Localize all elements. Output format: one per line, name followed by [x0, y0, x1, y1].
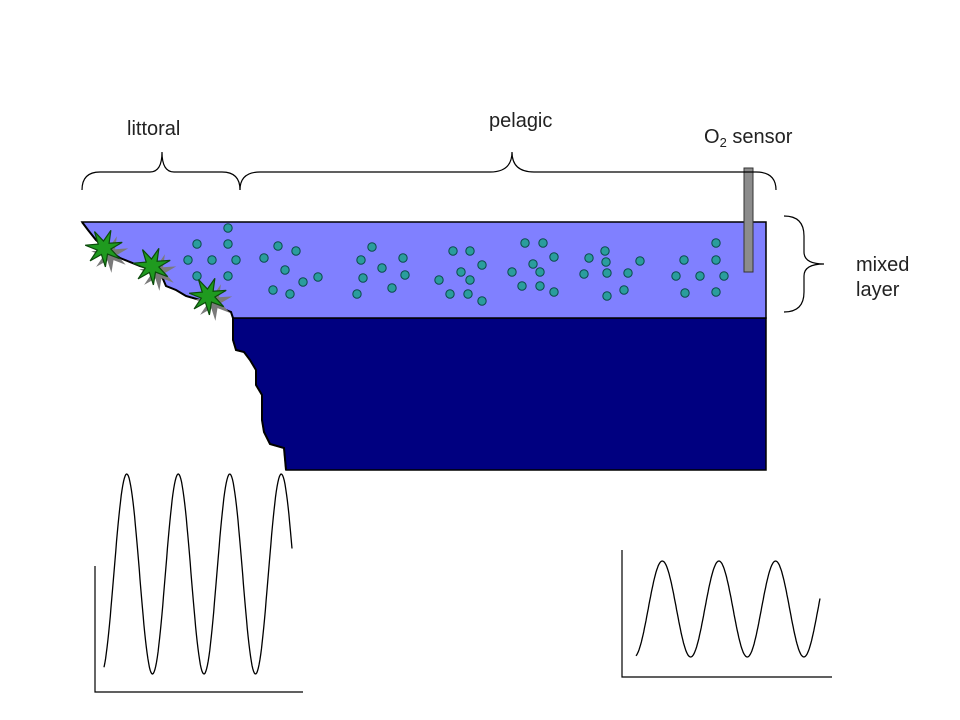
mixed-layer-brace: [783, 215, 825, 313]
plankton-particle: [387, 283, 397, 293]
oxygen-sensor-label: O2 sensor: [704, 125, 792, 151]
plankton-particle: [268, 285, 278, 295]
plankton-particle: [679, 255, 689, 265]
plankton-particle: [280, 265, 290, 275]
plant-leaves: [188, 277, 227, 316]
plankton-particle: [207, 255, 217, 265]
plankton-particle: [680, 288, 690, 298]
plankton-particle: [223, 271, 233, 281]
plankton-particle: [223, 239, 233, 249]
plot1-axes: [94, 566, 303, 693]
plankton-particle: [619, 285, 629, 295]
plankton-particle: [377, 263, 387, 273]
plankton-particle: [579, 269, 589, 279]
mixed-layer-label-line2: layer: [856, 279, 900, 301]
mixed-layer-label: mixed layer: [856, 253, 909, 303]
plankton-particle: [623, 268, 633, 278]
plankton-particle: [719, 271, 729, 281]
plankton-particle: [507, 267, 517, 277]
plankton-particle: [602, 268, 612, 278]
plankton-particle: [695, 271, 705, 281]
pelagic-oxygen-oscillation-plot: [621, 550, 832, 678]
littoral-label: littoral: [127, 118, 181, 140]
plankton-particle: [535, 281, 545, 291]
oxygen-sensor-probe-icon: [743, 167, 754, 273]
plankton-particle: [549, 252, 559, 262]
plankton-particle: [400, 270, 410, 280]
plankton-particle: [445, 289, 455, 299]
aquatic-plants: [84, 229, 233, 321]
aquatic-plant-icon: [188, 277, 233, 321]
plankton-particle: [465, 275, 475, 285]
aquatic-plant-icon: [84, 229, 129, 273]
plankton-particle: [528, 259, 538, 269]
plankton-particle: [352, 289, 362, 299]
littoral-brace: [81, 151, 241, 191]
mixed-layer-label-line1: mixed: [856, 254, 910, 276]
plankton-particle: [549, 287, 559, 297]
plankton-particle: [711, 255, 721, 265]
plot2-axes: [621, 550, 832, 678]
plankton-particle: [358, 273, 368, 283]
plankton-particle: [285, 289, 295, 299]
plankton-particle: [367, 242, 377, 252]
plankton-particle: [517, 281, 527, 291]
plankton-particle: [601, 257, 611, 267]
plankton-particle: [535, 267, 545, 277]
pelagic-brace: [239, 151, 777, 191]
plankton-particle: [711, 238, 721, 248]
plankton-particle: [183, 255, 193, 265]
plankton-particle: [456, 267, 466, 277]
plankton-particle: [448, 246, 458, 256]
plankton-particle: [192, 271, 202, 281]
plankton-particle: [434, 275, 444, 285]
plankton-particle: [463, 289, 473, 299]
plankton-particle: [291, 246, 301, 256]
plankton-particle: [192, 239, 202, 249]
plant-leaves: [132, 247, 171, 286]
plankton-particle: [398, 253, 408, 263]
plankton-particle: [477, 260, 487, 270]
plankton-particle: [465, 246, 475, 256]
plankton-particle: [520, 238, 530, 248]
sensor-label-o: O: [704, 126, 720, 148]
sensor-label-rest: sensor: [726, 126, 793, 148]
sensor-label-subscript: 2: [719, 135, 727, 150]
deep-water-layer: [232, 317, 767, 471]
plankton-particle: [600, 246, 610, 256]
plankton-particle: [298, 277, 308, 287]
plankton-particle: [671, 271, 681, 281]
plankton-particle: [635, 256, 645, 266]
plankton-particle: [231, 255, 241, 265]
plankton-particle: [313, 272, 323, 282]
plankton-particle: [711, 287, 721, 297]
plot1-wave: [103, 473, 293, 675]
aquatic-plant-icon: [132, 247, 177, 291]
plankton-particle: [584, 253, 594, 263]
plankton-particle: [356, 255, 366, 265]
plankton-particle: [538, 238, 548, 248]
plant-leaves: [84, 229, 123, 268]
plot2-wave: [635, 560, 821, 658]
plankton-particle: [259, 253, 269, 263]
plankton-particle: [477, 296, 487, 306]
mixed-layer-water: [80, 221, 767, 319]
plankton-particles: [183, 223, 729, 306]
plankton-particle: [273, 241, 283, 251]
plankton-particle: [602, 291, 612, 301]
lake-basin-outline: [81, 221, 287, 471]
littoral-oxygen-oscillation-plot: [94, 473, 303, 693]
plankton-particle: [223, 223, 233, 233]
pelagic-label: pelagic: [489, 110, 553, 132]
